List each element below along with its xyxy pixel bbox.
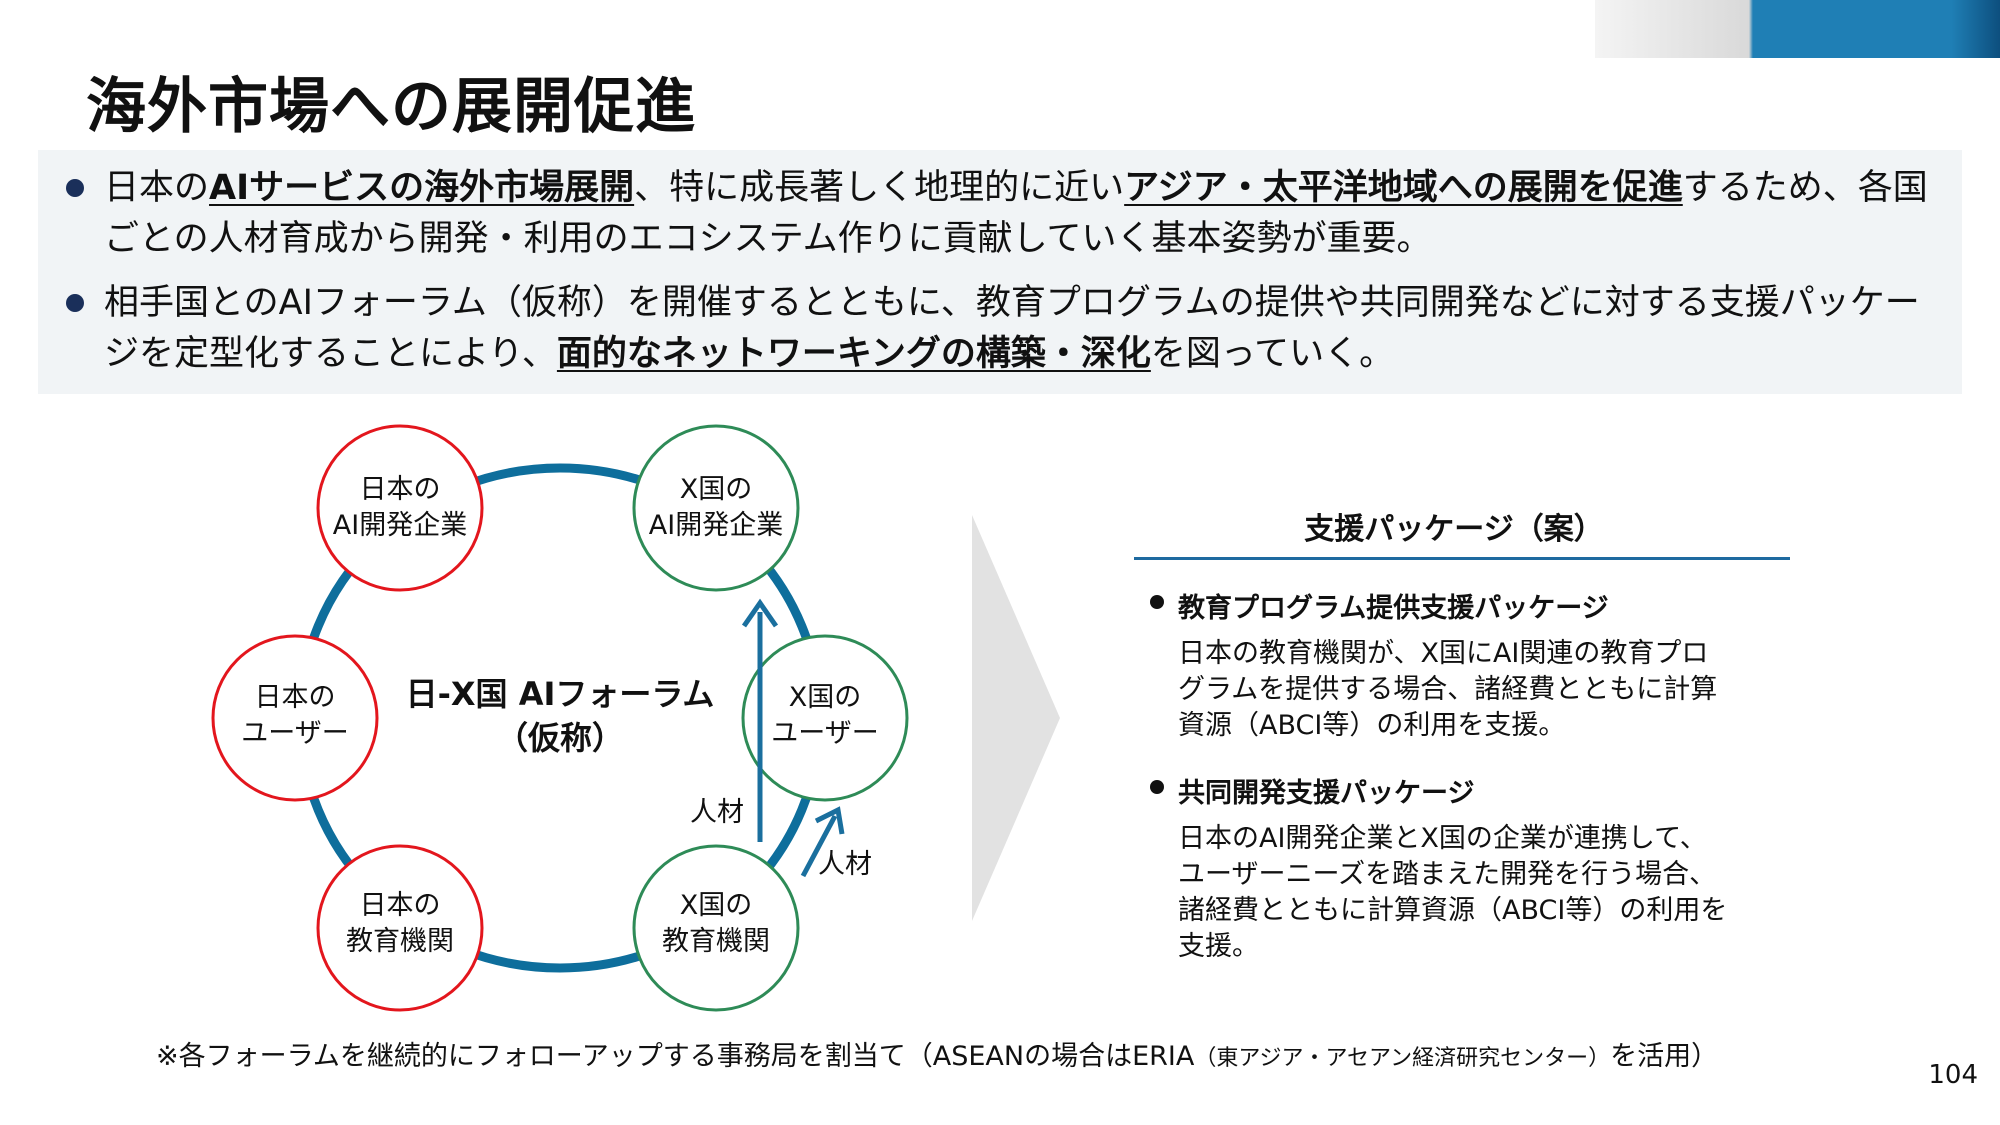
page-number: 104 — [1928, 1060, 1978, 1090]
node-label-jp-user: 日本の ユーザー — [195, 680, 395, 752]
package-description-line: グラムを提供する場合、諸経費とともに計算 — [1178, 674, 1718, 705]
node-circle-jp-edu — [316, 844, 484, 1012]
summary-text-2: 相手国とのAIフォーラム（仮称）を開催するとともに、教育プログラムの提供や共同開… — [104, 278, 1944, 380]
footnote-main: ※各フォーラムを継続的にフォローアップする事務局を割当て（ASEANの場合はER… — [156, 1041, 1195, 1072]
node-label-line: 教育機関 — [346, 926, 454, 957]
package-description-line: 支援。 — [1178, 931, 1259, 962]
forum-label: 日-X国 AIフォーラム （仮称） — [390, 672, 730, 760]
summary-segment: 日本の — [104, 168, 210, 208]
packages-title: 支援パッケージ（案） — [1304, 512, 1604, 547]
node-circle-x-edu — [632, 844, 800, 1012]
node-circle-x-user — [741, 634, 909, 802]
chevron-right-icon — [972, 515, 1060, 921]
page-title: 海外市場への展開促進 — [86, 72, 696, 142]
bullet-dot-icon — [66, 294, 84, 312]
summary-segment: するため、各国ごとの人材育成から開発・利用のエコシステム作りに貢献していく基本姿… — [104, 168, 1928, 259]
node-label-line: AI開発企業 — [648, 510, 784, 541]
summary-segment: を図っていく。 — [1150, 334, 1395, 374]
package-description-line: ユーザーニーズを踏まえた開発を行う場合、 — [1178, 859, 1717, 890]
packages-divider — [1134, 557, 1790, 560]
package-description: 日本のAI開発企業とX国の企業が連携して、 ユーザーニーズを踏まえた開発を行う場… — [1178, 821, 1778, 965]
footnote: ※各フォーラムを継続的にフォローアップする事務局を割当て（ASEANの場合はER… — [156, 1034, 1718, 1073]
node-label-line: 教育機関 — [662, 926, 770, 957]
node-label-x-edu: X国の 教育機関 — [616, 888, 816, 960]
node-label-jp-edu: 日本の 教育機関 — [300, 888, 500, 960]
bullet-dot-icon — [1150, 595, 1164, 609]
node-label-x-dev: X国の AI開発企業 — [616, 472, 816, 544]
summary-segment: 相手国とのAIフォーラム（仮称）を開催するとともに、教育プログラムの提供や共同開… — [104, 283, 1920, 374]
corner-decoration-bar — [1595, 0, 2000, 58]
forum-label-line: 日-X国 AIフォーラム — [405, 675, 715, 713]
node-label-line: X国の — [679, 474, 753, 505]
footnote-small: （東アジア・アセアン経済研究センター） — [1194, 1046, 1611, 1071]
node-label-x-user: X国の ユーザー — [725, 680, 925, 752]
flow-label-talent: 人材 — [690, 797, 744, 828]
flow-arrow-diagonal-icon — [800, 806, 845, 878]
summary-segment: 、特に成長著しく地理的に近い — [634, 168, 1125, 208]
summary-text-1: 日本のAIサービスの海外市場展開、特に成長著しく地理的に近いアジア・太平洋地域へ… — [104, 163, 1944, 265]
package-description-line: 資源（ABCI等）の利用を支援。 — [1178, 710, 1566, 741]
node-label-jp-dev: 日本の AI開発企業 — [300, 472, 500, 544]
package-name: 共同開発支援パッケージ — [1178, 778, 1475, 809]
summary-highlight: AIサービスの海外市場展開 — [209, 168, 635, 208]
summary-highlight: 面的なネットワーキングの構築・深化 — [556, 334, 1151, 374]
node-label-line: ユーザー — [241, 718, 349, 749]
node-circle-jp-user — [211, 634, 379, 802]
package-name: 教育プログラム提供支援パッケージ — [1178, 593, 1609, 624]
node-circle-jp-dev — [316, 424, 484, 592]
package-description-line: 諸経費とともに計算資源（ABCI等）の利用を — [1178, 895, 1728, 926]
package-description: 日本の教育機関が、X国にAI関連の教育プロ グラムを提供する場合、諸経費とともに… — [1178, 636, 1778, 744]
node-label-line: 日本の — [359, 890, 441, 921]
package-description-line: 日本のAI開発企業とX国の企業が連携して、 — [1178, 823, 1707, 854]
footnote-end: を活用） — [1610, 1041, 1719, 1072]
node-label-line: X国の — [788, 682, 862, 713]
package-description-line: 日本の教育機関が、X国にAI関連の教育プロ — [1178, 638, 1709, 669]
node-label-line: ユーザー — [771, 718, 879, 749]
bullet-dot-icon — [1150, 780, 1164, 794]
node-label-line: AI開発企業 — [332, 510, 468, 541]
node-label-line: 日本の — [359, 474, 441, 505]
node-label-line: X国の — [679, 890, 753, 921]
flow-arrow-up-icon — [741, 598, 779, 842]
flow-label-talent: 人材 — [818, 849, 872, 880]
node-circle-x-dev — [632, 424, 800, 592]
summary-highlight: アジア・太平洋地域への展開を促進 — [1124, 168, 1683, 208]
bullet-dot-icon — [66, 179, 84, 197]
summary-box — [38, 150, 1962, 394]
node-label-line: 日本の — [254, 682, 336, 713]
forum-label-line: （仮称） — [495, 719, 624, 757]
